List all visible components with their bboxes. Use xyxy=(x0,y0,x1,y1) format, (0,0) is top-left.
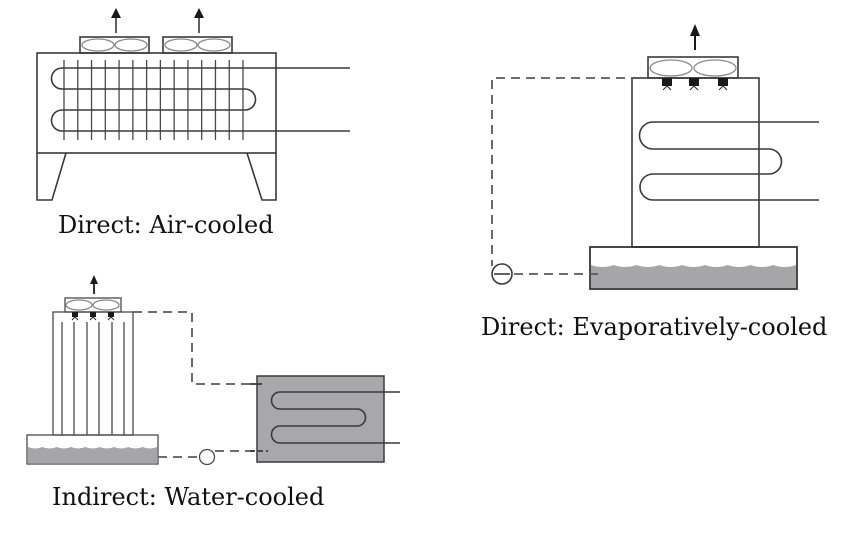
cooling-tower xyxy=(52,311,134,436)
evaporative-spray-nozzles xyxy=(662,78,728,91)
cooling-tower-basin-water xyxy=(28,447,157,463)
spray-nozzle-icon xyxy=(689,78,699,91)
water-cooled-condenser xyxy=(26,275,400,466)
evaporative-arrowhead xyxy=(690,24,700,36)
air-cooled-leg-right xyxy=(246,152,277,201)
spray-nozzle-icon xyxy=(662,78,672,91)
water-cooled-label: Indirect: Water-cooled xyxy=(52,483,324,511)
air-cooled-arrowhead-2 xyxy=(194,8,204,18)
water-cooled-arrowhead xyxy=(90,275,98,284)
spray-nozzle-icon xyxy=(71,312,79,321)
air-cooled-label: Direct: Air-cooled xyxy=(58,211,274,239)
air-cooled-fins xyxy=(63,60,244,140)
evaporative-label: Direct: Evaporatively-cooled xyxy=(481,313,827,341)
fan-icon xyxy=(64,297,122,313)
air-cooled-leg-left xyxy=(36,152,67,201)
evaporative-recirculation-pipe xyxy=(491,77,640,266)
air-cooled-arrowhead-1 xyxy=(111,8,121,18)
cooling-tower-spray-nozzles xyxy=(71,312,115,321)
evaporative-basin-water xyxy=(591,265,796,288)
air-cooled-coil xyxy=(50,67,350,132)
fan-icon xyxy=(162,36,233,54)
heat-exchanger xyxy=(256,375,385,463)
heat-exchanger-coil xyxy=(270,391,400,444)
air-cooled-condenser xyxy=(36,8,350,201)
pump-icon xyxy=(198,448,216,466)
cooling-tower-fill-lines xyxy=(61,322,125,435)
spray-nozzle-icon xyxy=(89,312,97,321)
fan-icon xyxy=(79,36,150,54)
spray-nozzle-icon xyxy=(718,78,728,91)
evaporative-tower xyxy=(631,77,760,248)
evaporative-coil xyxy=(638,121,819,201)
pump-icon xyxy=(491,263,513,285)
air-cooled-housing xyxy=(36,52,277,154)
cooling-tower-basin xyxy=(26,434,159,465)
fan-icon xyxy=(647,56,739,79)
evaporative-condenser xyxy=(491,24,819,290)
spray-nozzle-icon xyxy=(107,312,115,321)
water-supply-pipe xyxy=(133,311,260,385)
